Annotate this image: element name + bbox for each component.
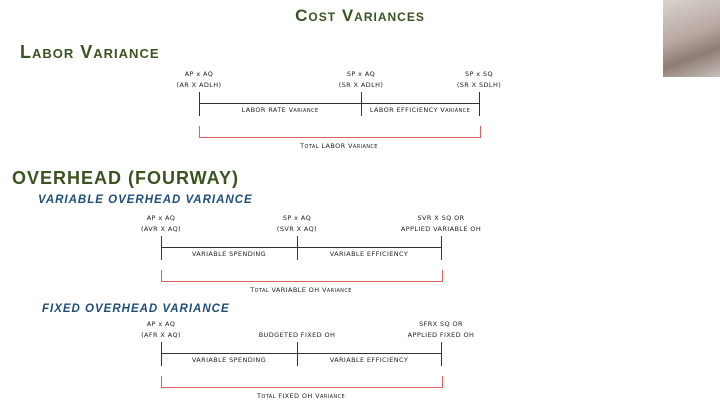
column-label-top: AP x AQ — [146, 320, 176, 328]
column-label-bottom: BUDGETED FIXED OH — [258, 331, 336, 339]
total-variance-label: Total VARIABLE OH Variance — [250, 286, 352, 294]
total-bracket — [161, 270, 443, 282]
labor-variance-heading: Labor Variance — [20, 42, 160, 62]
divider-line — [199, 92, 200, 116]
column-label-top: AP x AQ — [184, 70, 214, 78]
divider-line — [297, 342, 298, 366]
connector-line — [161, 353, 441, 354]
presenter-video-thumbnail — [663, 0, 720, 77]
column-label-top: SP x AQ — [282, 214, 312, 222]
column-label-bottom: (AFR X AQ) — [141, 331, 181, 339]
connector-line — [199, 103, 479, 104]
segment-label: VARIABLE EFFICIENCY — [329, 250, 409, 258]
divider-line — [297, 236, 298, 260]
divider-line — [479, 92, 480, 116]
divider-line — [441, 342, 442, 366]
divider-line — [441, 236, 442, 260]
column-label-top: SFRX SQ OR — [419, 320, 463, 328]
divider-line — [361, 92, 362, 116]
column-label-bottom: APPLIED VARIABLE OH — [400, 225, 482, 233]
column-label-top: SVR X SQ OR — [417, 214, 465, 222]
slide-title: Cost Variances — [295, 6, 425, 25]
segment-label: VARIABLE SPENDING — [191, 250, 267, 258]
overhead-heading: OVERHEAD (FOURWAY) — [12, 168, 240, 188]
divider-line — [161, 236, 162, 260]
column-label-top: AP x AQ — [146, 214, 176, 222]
segment-label: VARIABLE SPENDING — [191, 356, 267, 364]
column-label-bottom: APPLIED FIXED OH — [407, 331, 475, 339]
divider-line — [161, 342, 162, 366]
column-label-bottom: (SVR X AQ) — [276, 225, 318, 233]
total-variance-label: Total FIXED OH Variance — [256, 392, 346, 400]
segment-label: LABOR EFFICIENCY Variance — [369, 106, 471, 114]
total-bracket — [161, 376, 443, 388]
variable-overhead-heading: VARIABLE OVERHEAD VARIANCE — [38, 194, 253, 206]
column-label-bottom: (AR X ADLH) — [176, 81, 222, 89]
connector-line — [161, 247, 441, 248]
total-bracket — [199, 126, 481, 138]
column-label-top: SP x AQ — [346, 70, 376, 78]
segment-label: LABOR RATE Variance — [241, 106, 319, 114]
segment-label: VARIABLE EFFICIENCY — [329, 356, 409, 364]
fixed-overhead-heading: FIXED OVERHEAD VARIANCE — [42, 303, 230, 315]
total-variance-label: Total LABOR Variance — [300, 142, 378, 150]
column-label-bottom: (AVR X AQ) — [140, 225, 182, 233]
column-label-top: SP x SQ — [464, 70, 494, 78]
column-label-bottom: (SR X SDLH) — [456, 81, 502, 89]
column-label-bottom: (SR X ADLH) — [338, 81, 384, 89]
